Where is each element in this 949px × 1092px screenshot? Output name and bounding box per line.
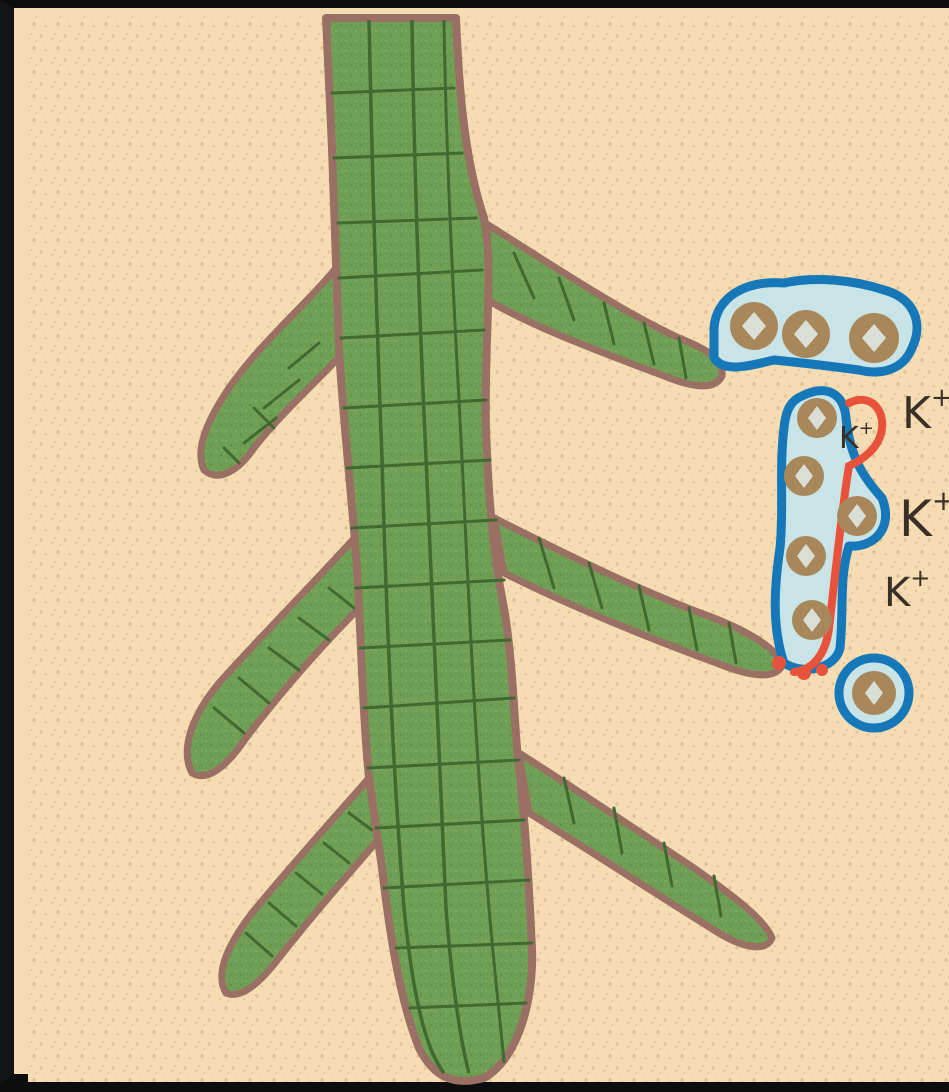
- microbe-cell: [782, 310, 830, 358]
- microbe-cell: [792, 600, 832, 640]
- red-dot: [816, 664, 828, 676]
- root-microbe-illustration: K+ K+ K+ K+: [14, 8, 949, 1092]
- red-dot: [772, 656, 786, 670]
- microbe-cell: [730, 302, 778, 350]
- microbe-colony-single: [839, 658, 909, 728]
- microbe-cell: [786, 536, 826, 576]
- microbe-cell: [849, 313, 899, 363]
- red-dot: [797, 666, 811, 680]
- microbe-cell: [852, 671, 896, 715]
- microbe-cell: [837, 496, 877, 536]
- microbe-cell: [797, 398, 837, 438]
- microbe-colony-top: [714, 279, 917, 371]
- microbe-cell: [784, 456, 824, 496]
